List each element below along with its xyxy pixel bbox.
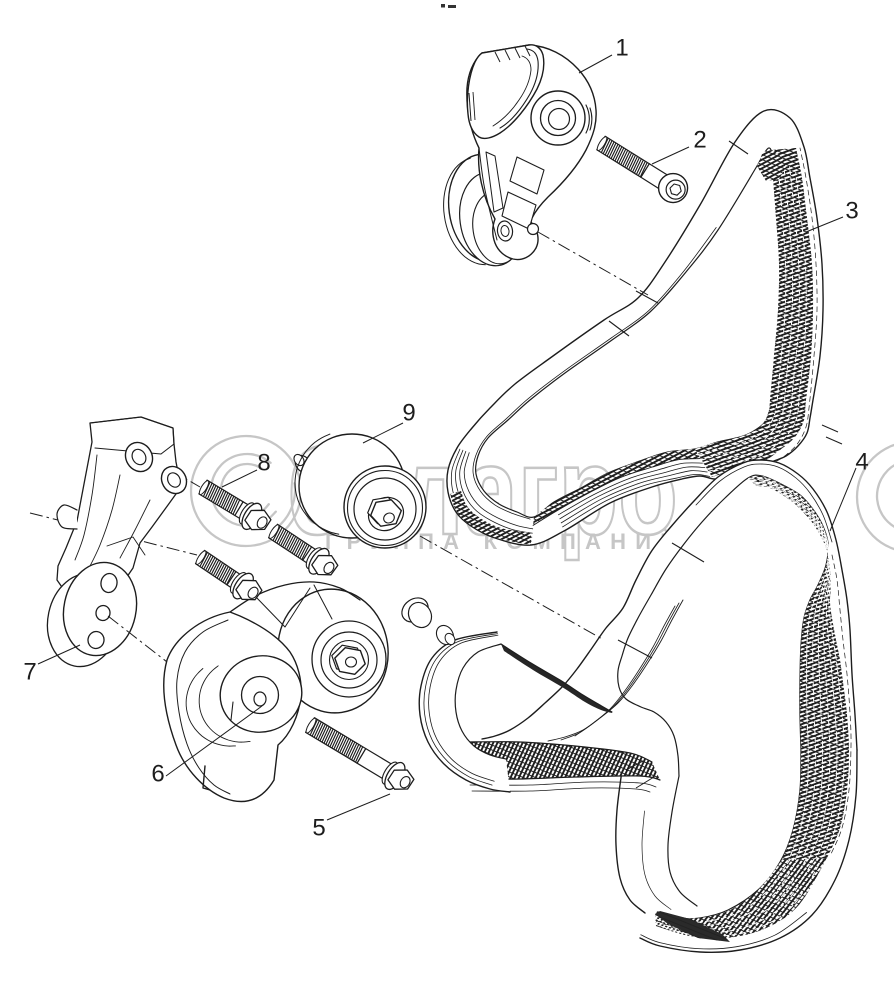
svg-text:2: 2 [693, 127, 706, 154]
svg-text:8: 8 [257, 450, 270, 477]
svg-text:5: 5 [312, 815, 325, 842]
svg-text:7: 7 [23, 659, 36, 686]
svg-text:3: 3 [845, 198, 858, 225]
svg-text:4: 4 [855, 449, 868, 476]
svg-text:9: 9 [402, 400, 415, 427]
svg-text:6: 6 [151, 761, 164, 788]
svg-text:1: 1 [615, 35, 628, 62]
